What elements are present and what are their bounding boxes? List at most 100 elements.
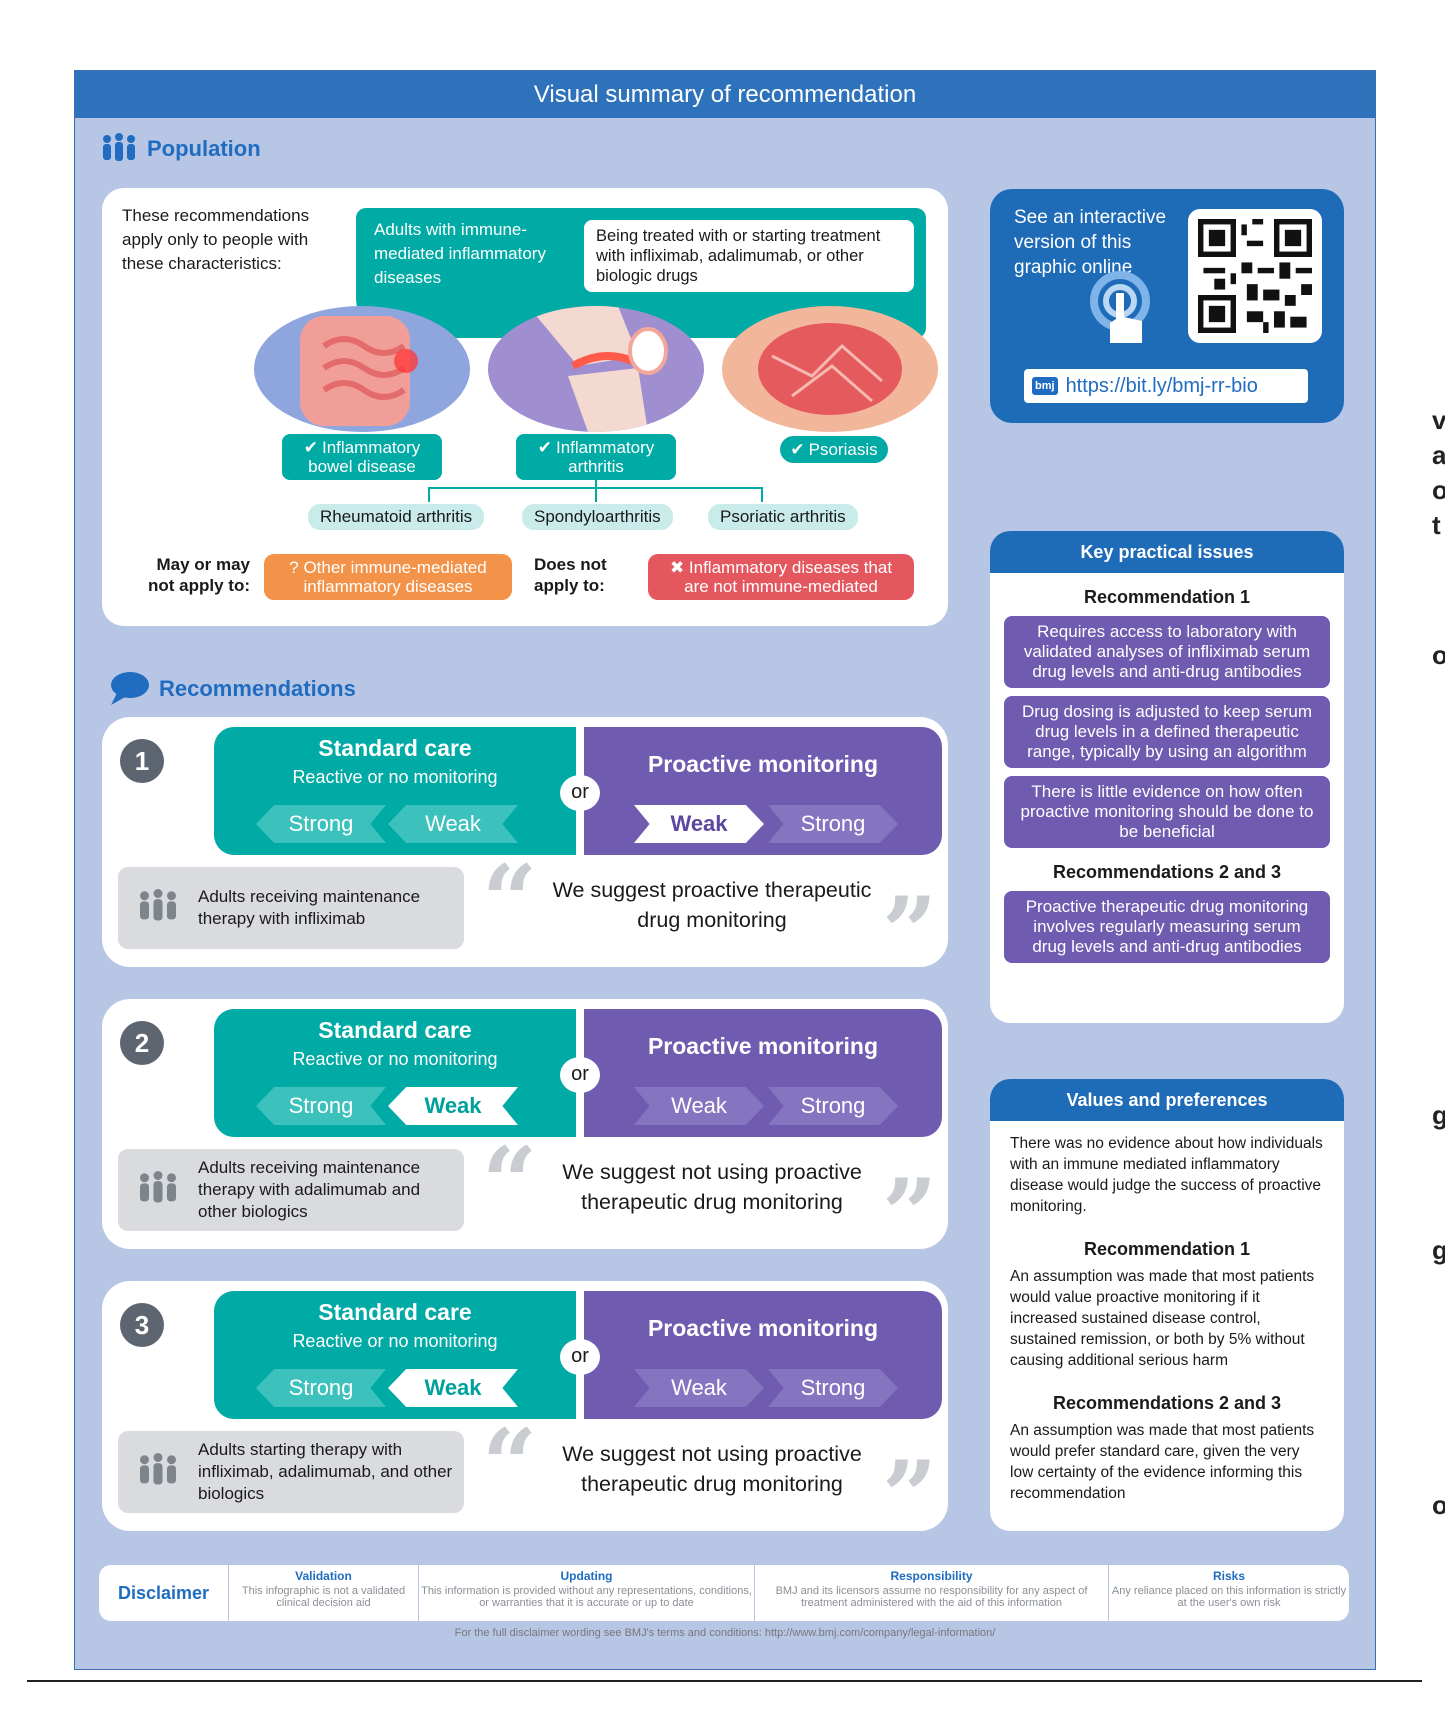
disease-tag-ibd: ✔Inflammatory bowel disease — [282, 434, 442, 480]
key-issues-rec23-label: Recommendations 2 and 3 — [1052, 862, 1282, 882]
disclaimer-validation: Validation This infographic is not a val… — [229, 1565, 419, 1621]
proactive-strong-chip: Strong — [768, 805, 898, 843]
standard-strong-chip: Strong — [256, 805, 386, 843]
population-treatment: Being treated with or starting treatment… — [584, 220, 914, 292]
qr-code[interactable] — [1188, 209, 1322, 343]
proactive-strong-chip: Strong — [768, 1369, 898, 1407]
people-icon — [140, 1453, 176, 1485]
key-issues-heading: Key practical issues — [990, 531, 1344, 573]
key-issue-item: Drug dosing is adjusted to keep serum dr… — [1004, 696, 1330, 768]
proactive-monitoring-title: Proactive monitoring — [647, 1315, 879, 1341]
standard-care-subtitle: Reactive or no monitoring — [292, 1331, 498, 1351]
may-apply-box: ? Other immune-mediated inflammatory dis… — [264, 554, 512, 600]
subtype-spondylo: Spondyloarthritis — [522, 504, 673, 530]
recommendation-population-text: Adults receiving maintenance therapy wit… — [198, 887, 421, 928]
values-panel: Values and preferences There was no evid… — [990, 1079, 1344, 1531]
qr-code-icon — [1198, 219, 1312, 333]
key-issue-item: Requires access to laboratory with valid… — [1004, 616, 1330, 688]
page-divider — [27, 1680, 1422, 1682]
people-icon — [140, 889, 176, 921]
bowel-illustration — [254, 306, 470, 432]
standard-weak-chip: Weak — [388, 1369, 518, 1407]
disclaimer-updating: Updating This information is provided wi… — [419, 1565, 755, 1621]
standard-care-title: Standard care — [318, 1017, 472, 1043]
interactive-link[interactable]: bmj https://bit.ly/bmj-rr-bio — [1024, 369, 1308, 403]
knee-illustration — [488, 306, 704, 432]
recommendations-heading-label: Recommendations — [159, 676, 356, 701]
people-icon — [103, 133, 135, 161]
recommendation-population: Adults receiving maintenance therapy wit… — [118, 867, 464, 949]
check-icon: ✔ — [790, 440, 805, 459]
key-issues-rec1-label: Recommendation 1 — [1083, 587, 1251, 607]
speech-bubble-icon — [111, 672, 149, 705]
not-apply-label: Does not apply to: — [534, 555, 607, 595]
proactive-weak-chip: Weak — [634, 1087, 764, 1125]
recommendation-number: 3 — [120, 1303, 164, 1347]
question-icon: ? — [289, 558, 304, 577]
key-issue-item: Proactive therapeutic drug monitoring in… — [1004, 891, 1330, 963]
disclaimer-bar: Disclaimer Validation This infographic i… — [99, 1565, 1349, 1621]
edge-letter: o — [1432, 640, 1445, 670]
bmj-logo-icon: bmj — [1032, 377, 1058, 395]
or-badge: or — [560, 775, 600, 811]
edge-letter: a — [1432, 440, 1445, 470]
subtype-rheumatoid: Rheumatoid arthritis — [308, 504, 485, 530]
not-apply-box: ✖ Inflammatory diseases that are not imm… — [648, 554, 914, 600]
or-badge: or — [560, 1339, 600, 1375]
check-icon: ✔ — [537, 438, 552, 457]
check-icon: ✔ — [303, 438, 318, 457]
edge-letter: g — [1432, 1100, 1445, 1130]
recommendation-number: 2 — [120, 1021, 164, 1065]
disclaimer-risks: Risks Any reliance placed on this inform… — [1111, 1569, 1347, 1609]
edge-letter: o — [1432, 475, 1445, 505]
recommendation-population: Adults starting therapy with infliximab,… — [118, 1431, 464, 1513]
subtype-connector — [428, 478, 763, 502]
population-criteria: Adults with immune-mediated inflammatory… — [356, 208, 926, 338]
population-adults: Adults with immune-mediated inflammatory… — [374, 220, 546, 287]
standard-strong-chip: Strong — [256, 1369, 386, 1407]
interactive-card[interactable]: See an interactive version of this graph… — [990, 189, 1344, 423]
standard-strong-chip: Strong — [256, 1087, 386, 1125]
interactive-url[interactable]: https://bit.ly/bmj-rr-bio — [1065, 374, 1258, 397]
disclaimer-footer[interactable]: For the full disclaimer wording see BMJ'… — [454, 1627, 996, 1639]
recommendation-population-text: Adults starting therapy with infliximab,… — [198, 1440, 453, 1503]
cross-icon: ✖ — [669, 558, 689, 577]
key-issues-panel: Key practical issues Recommendation 1 Re… — [990, 531, 1344, 1023]
disease-tag-psoriasis: ✔Psoriasis — [780, 436, 888, 463]
population-heading: Population — [101, 133, 261, 165]
edge-letter: g — [1432, 1235, 1445, 1265]
standard-care-subtitle: Reactive or no monitoring — [292, 767, 498, 787]
population-card: These recommendations apply only to peop… — [102, 188, 948, 626]
edge-letter: v — [1432, 405, 1445, 435]
values-heading: Values and preferences — [990, 1079, 1344, 1121]
recommendation-statement: We suggest not using proactive therapeut… — [562, 1160, 862, 1214]
values-rec1-text: An assumption was made that most patient… — [1010, 1268, 1315, 1369]
recommendation-population-text: Adults receiving maintenance therapy wit… — [198, 1158, 421, 1221]
or-badge: or — [560, 1057, 600, 1093]
open-quote-icon: “ — [482, 1408, 538, 1521]
edge-letter: o — [1432, 1490, 1445, 1520]
open-quote-icon: “ — [482, 844, 538, 957]
disease-tag-arthritis: ✔Inflammatory arthritis — [516, 434, 676, 480]
values-rec23-text: An assumption was made that most patient… — [1010, 1422, 1315, 1502]
psoriasis-illustration — [722, 306, 938, 432]
close-quote-icon: ” — [882, 876, 938, 989]
population-intro: These recommendations apply only to peop… — [122, 206, 310, 273]
recommendation-number: 1 — [120, 739, 164, 783]
proactive-weak-chip: Weak — [634, 805, 764, 843]
key-issue-item: There is little evidence on how often pr… — [1004, 776, 1330, 848]
close-quote-icon: ” — [882, 1158, 938, 1271]
standard-care-title: Standard care — [318, 735, 472, 761]
proactive-monitoring-title: Proactive monitoring — [647, 751, 879, 777]
touch-icon — [1090, 271, 1150, 343]
values-rec1-label: Recommendation 1 — [1083, 1239, 1251, 1259]
standard-care-subtitle: Reactive or no monitoring — [292, 1049, 498, 1069]
subtype-psoriatic: Psoriatic arthritis — [708, 504, 858, 530]
recommendation-statement: We suggest not using proactive therapeut… — [562, 1442, 862, 1496]
